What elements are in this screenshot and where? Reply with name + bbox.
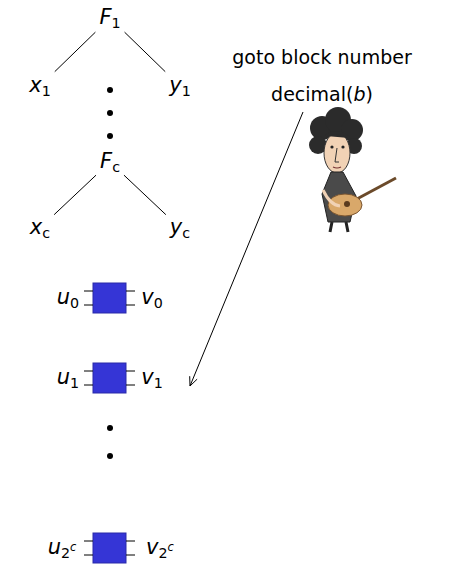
input-label: u1	[57, 365, 79, 392]
output-label: v1	[141, 365, 163, 392]
input-label: u2c	[48, 535, 77, 562]
tree-edge	[124, 175, 166, 214]
tree-node: Fc	[98, 148, 122, 177]
eye	[330, 145, 333, 148]
block-wires	[84, 371, 135, 385]
tree-edge	[54, 175, 96, 214]
note-text: goto block number	[232, 47, 411, 69]
output-label: v0	[141, 285, 163, 312]
tree-edge	[55, 32, 96, 71]
pointer-line	[190, 112, 303, 386]
nose	[335, 148, 339, 162]
ellipsis-dot	[107, 87, 113, 93]
arm	[323, 190, 340, 206]
guitarist-caricature	[309, 107, 396, 232]
block-wires	[84, 541, 135, 555]
node-text: xc	[30, 215, 50, 242]
block-box	[93, 363, 126, 393]
tree-leaf: xc	[28, 214, 52, 243]
block-box	[93, 533, 126, 563]
ellipsis-dot	[107, 425, 113, 431]
ellipsis-dot	[107, 453, 113, 459]
node-text: y1	[169, 73, 191, 100]
block-wires	[84, 291, 135, 305]
tree-leaf: x1	[27, 72, 53, 101]
ellipsis-dot	[107, 110, 113, 116]
tree-node: F1	[97, 4, 122, 33]
block-box	[93, 283, 126, 313]
node-text: F1	[99, 5, 120, 32]
fringe	[326, 132, 349, 138]
face	[324, 133, 350, 173]
mouth	[333, 167, 341, 168]
node-text: Fc	[100, 149, 120, 176]
legs	[330, 222, 348, 232]
ellipsis-dot	[107, 133, 113, 139]
node-text: x1	[29, 73, 51, 100]
tree-leaf: yc	[168, 214, 192, 243]
node-text: yc	[170, 215, 190, 242]
guitar-neck	[355, 178, 396, 200]
pointer-arrowhead	[190, 376, 197, 386]
output-label: v2c	[146, 535, 174, 562]
eye	[341, 145, 344, 148]
guitar-hole	[344, 201, 350, 207]
tree-leaf: y1	[167, 72, 193, 101]
tree-edge	[125, 32, 166, 71]
note-text: decimal(b)	[271, 84, 373, 106]
input-label: u0	[57, 285, 79, 312]
